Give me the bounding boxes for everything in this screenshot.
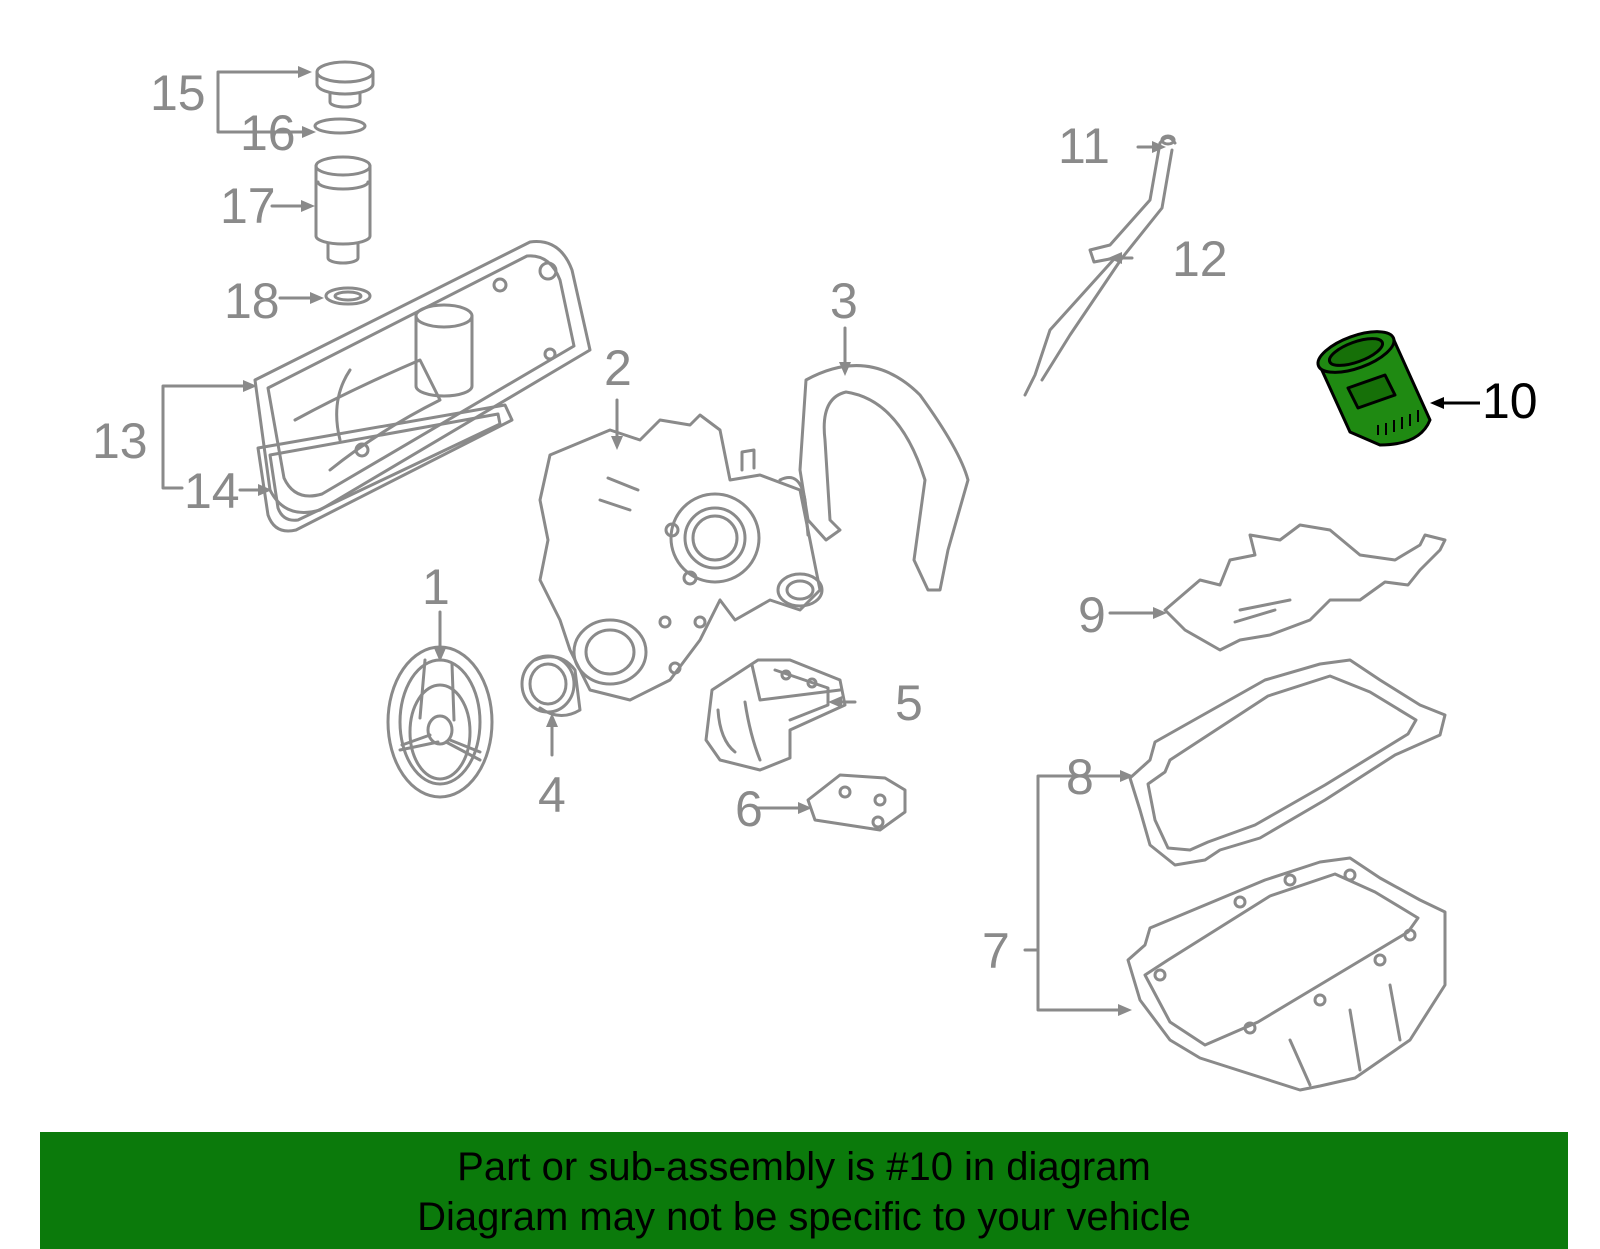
leader-lines (161, 70, 1157, 1012)
part-7-oil-pan[interactable] (1126, 856, 1447, 1092)
part-10-oil-filter[interactable] (1313, 323, 1432, 447)
callout-13: 13 (92, 413, 148, 469)
banner-line-disclaimer: Diagram may not be specific to your vehi… (417, 1195, 1191, 1239)
part-5-oil-pump[interactable] (704, 658, 847, 772)
callout-4: 4 (538, 767, 566, 823)
part-18-seal[interactable] (324, 286, 372, 306)
callout-14: 14 (184, 463, 240, 519)
callout-11: 11 (1058, 118, 1110, 174)
callout-10-leader (1430, 397, 1480, 409)
callout-8: 8 (1066, 749, 1094, 805)
callout-1: 1 (422, 559, 450, 615)
part-2-timing-cover[interactable] (538, 413, 824, 702)
part-13-valve-cover[interactable] (253, 240, 592, 514)
callout-17: 17 (220, 178, 276, 234)
banner-line-part-number: Part or sub-assembly is #10 in diagram (457, 1145, 1151, 1189)
callout-7: 7 (982, 923, 1010, 979)
part-1-harmonic-balancer[interactable] (386, 645, 494, 799)
part-4-front-seal[interactable] (520, 654, 582, 717)
callout-15: 15 (150, 65, 206, 121)
part-6-pump-cover[interactable] (806, 773, 907, 832)
part-3-gasket[interactable] (798, 364, 970, 592)
part-11-12-dipstick[interactable] (1023, 134, 1177, 397)
info-banner: Part or sub-assembly is #10 in diagram D… (40, 1132, 1568, 1249)
part-17-filler-tube[interactable] (314, 155, 372, 265)
part-15-oil-filler-cap[interactable] (315, 60, 375, 109)
callout-12: 12 (1172, 231, 1228, 287)
callout-3: 3 (830, 273, 858, 329)
callout-5: 5 (895, 675, 923, 731)
part-9-windage-tray[interactable] (1163, 523, 1447, 652)
part-16-seal[interactable] (313, 117, 367, 135)
callout-18: 18 (224, 273, 280, 329)
callout-6: 6 (735, 781, 763, 837)
callout-16: 16 (240, 105, 296, 161)
callout-2: 2 (604, 340, 632, 396)
part-14-gasket[interactable] (256, 403, 514, 533)
parts-diagram: 1 2 3 4 5 6 7 8 9 10 11 12 13 14 15 16 1… (92, 60, 1538, 1092)
callout-10: 10 (1482, 373, 1538, 429)
leader-arrowheads (243, 66, 1167, 1016)
callout-9: 9 (1078, 587, 1106, 643)
part-8-oil-pan-gasket[interactable] (1128, 658, 1447, 867)
